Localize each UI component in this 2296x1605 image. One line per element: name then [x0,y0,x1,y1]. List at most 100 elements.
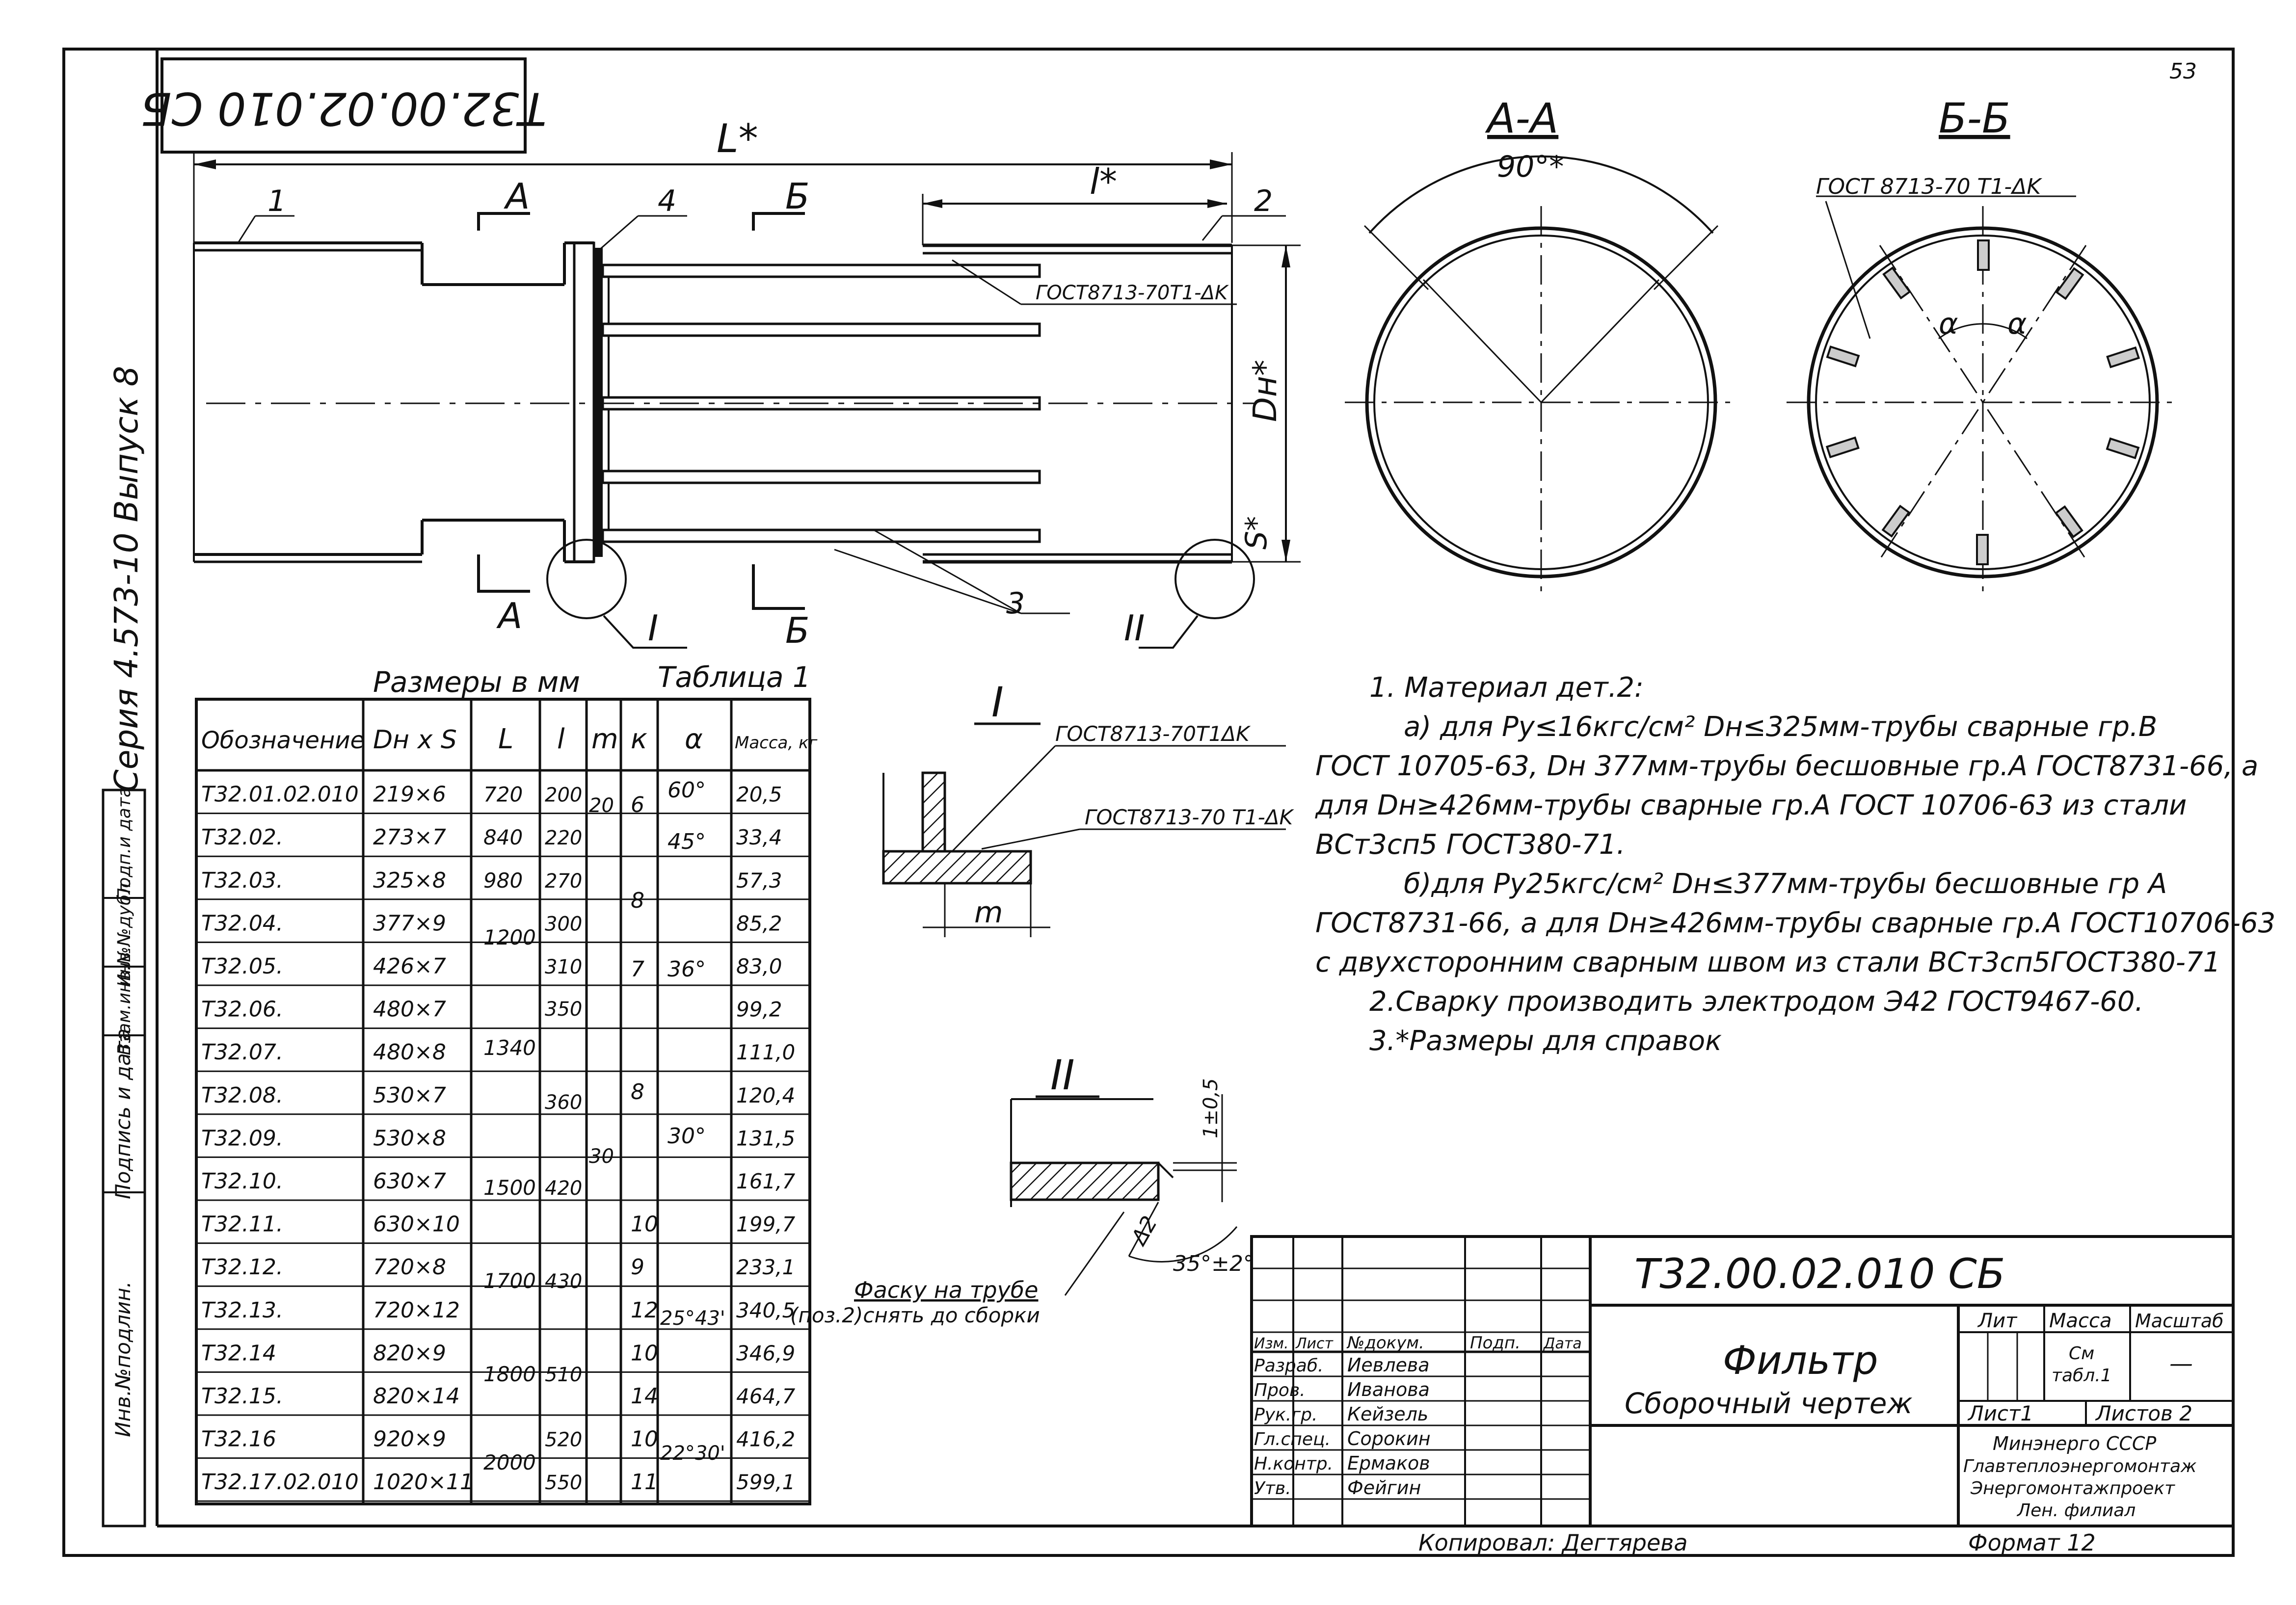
table-cell: 300 [545,913,582,935]
detail-I-weld-2: ГОСТ8713-70 Т1-ΔK [1085,805,1295,829]
tb-org-2: Главтеплоэнергомонтаж [1963,1456,2197,1476]
detail-I-title: I [991,678,1004,726]
side-stamp-1: Инв.№подлин. [111,1281,135,1437]
tb-scale: Масштаб [2135,1310,2224,1332]
th-mass: Масса, кг [735,733,818,753]
th-designation: Обозначение [201,727,365,754]
table-cell: Т32.14 [201,1341,276,1366]
tb-name-3: Сорокин [1347,1428,1431,1449]
table-cell: 720×8 [373,1255,446,1280]
table-cell: 820×9 [373,1341,446,1366]
m-l-430: 430 [545,1270,582,1293]
outer-frame [62,48,2235,1557]
table-cell: 131,5 [736,1126,795,1150]
detail-I: I ГОСТ8713-70Т1ΔK ГОСТ8713-70 Т1-ΔK m [882,678,1295,937]
table-cell: Т32.01.02.010 [201,782,359,807]
tb-name-4: Ермаков [1347,1452,1430,1474]
table-cell: 530×8 [373,1126,446,1151]
main-view: L* l* [193,116,1301,651]
table-cell: Т32.12. [201,1255,283,1280]
table-cell: Т32.16 [201,1427,276,1452]
detail-I-m: m [974,895,1003,930]
chamfer-note-2: (поз.2)снять до сборки [790,1303,1040,1327]
table-cell: 20,5 [736,783,782,807]
section-BB-rods [1825,239,2140,565]
section-AA-angle: 90°* [1497,150,1564,184]
table-cell: 120,4 [736,1083,795,1107]
th-dn: Dн x S [373,725,457,755]
tb-col-date: Дата [1543,1335,1582,1352]
table-cell: 273×7 [373,825,446,850]
dim-Dn: Dн* [1246,360,1284,422]
title-block: Т32.00.02.010 СБ Фильтр Сборочный чертеж… [1250,1235,2235,1527]
table-cell: 85,2 [736,911,782,935]
m-l-360: 360 [545,1091,582,1114]
tb-org-1: Минэнерго СССР [1993,1433,2156,1454]
th-m: m [591,723,618,755]
m-a-45: 45° [667,829,706,854]
m-k-8a: 8 [631,888,644,913]
table-cell: 426×7 [373,954,446,979]
tb-role-4: Н.контр. [1254,1454,1333,1474]
table-cell: Т32.03. [201,868,283,893]
tb-lit: Лит [1977,1310,2018,1332]
table-cell: 550 [545,1472,582,1494]
tb-col-list: Лист [1295,1335,1334,1352]
table-cell: 630×10 [373,1212,460,1237]
table-cell: 220 [545,827,582,849]
note-7: с двухсторонним сварным швом из стали ВС… [1315,947,2220,978]
detail-II-title: II [1050,1051,1075,1099]
table-cell: Т32.05. [201,954,283,979]
table-cell: Т32.17.02.010 [201,1470,359,1495]
m-a-60: 60° [667,778,706,803]
detail-II-callout: II [1124,607,1145,649]
m-l-350: 350 [545,998,582,1021]
section-A-bottom: А [496,595,522,636]
m-a-30: 30° [667,1124,706,1149]
tb-mass-val-2: табл.1 [2052,1366,2112,1386]
tb-name-5: Фейгин [1347,1477,1421,1499]
drawing-code-rotated: Т32.00.02.010 СБ [140,82,546,135]
dim-L: L* [717,116,758,161]
th-k: к [631,723,647,755]
table-cell: 980 [483,868,523,893]
table-cell: Т32.06. [201,997,283,1022]
table-cell: 200 [545,784,582,807]
table-cell: 111,0 [736,1040,795,1064]
m-L-2000: 2000 [483,1450,536,1474]
table-cell: 10 [631,1212,658,1237]
table-cell: 820×14 [373,1384,460,1409]
m-L-1200: 1200 [483,925,536,949]
side-stamp-2: Подпись и дата [111,1028,135,1199]
table-cell: 520 [545,1429,582,1451]
table-cell: 14 [631,1384,658,1409]
table-cell: 10 [631,1341,658,1366]
m-l-420: 420 [545,1177,582,1200]
m-L-1700: 1700 [483,1269,536,1293]
table-cell: Т32.04. [201,911,283,936]
side-stamp-3: Взам.инв.№ [114,947,134,1055]
table-cell: 325×8 [373,868,446,893]
detail-I-weld-1: ГОСТ8713-70Т1ΔK [1055,722,1251,746]
section-B-bottom: Б [785,610,809,651]
table-cell: Т32.02. [201,825,283,850]
table-cell: 9 [631,1255,644,1280]
note-5: б)для Ру25кгс/см² Dн≤377мм-трубы бесшовн… [1404,868,2167,900]
dim-S: S* [1239,516,1274,550]
tb-role-3: Гл.спец. [1254,1429,1331,1449]
tb-name-1: Иванова [1347,1379,1430,1400]
table-cell: 11 [631,1470,658,1495]
tb-col-sign: Подп. [1470,1333,1521,1353]
note-2: ГОСТ 10705-63, Dн 377мм-трубы бесшовные … [1315,750,2258,782]
tb-name-0: Иевлева [1347,1354,1430,1376]
note-4: ВСт3сп5 ГОСТ380-71. [1315,829,1625,861]
table-cell: Т32.08. [201,1083,283,1108]
tb-mass-val-1: См [2069,1343,2094,1364]
m-a-2230: 22°30' [660,1442,725,1465]
m-k-6: 6 [631,792,644,817]
table-cell: 530×7 [373,1083,446,1108]
table-cell: 270 [545,870,582,893]
table-cell: 12 [631,1298,658,1323]
